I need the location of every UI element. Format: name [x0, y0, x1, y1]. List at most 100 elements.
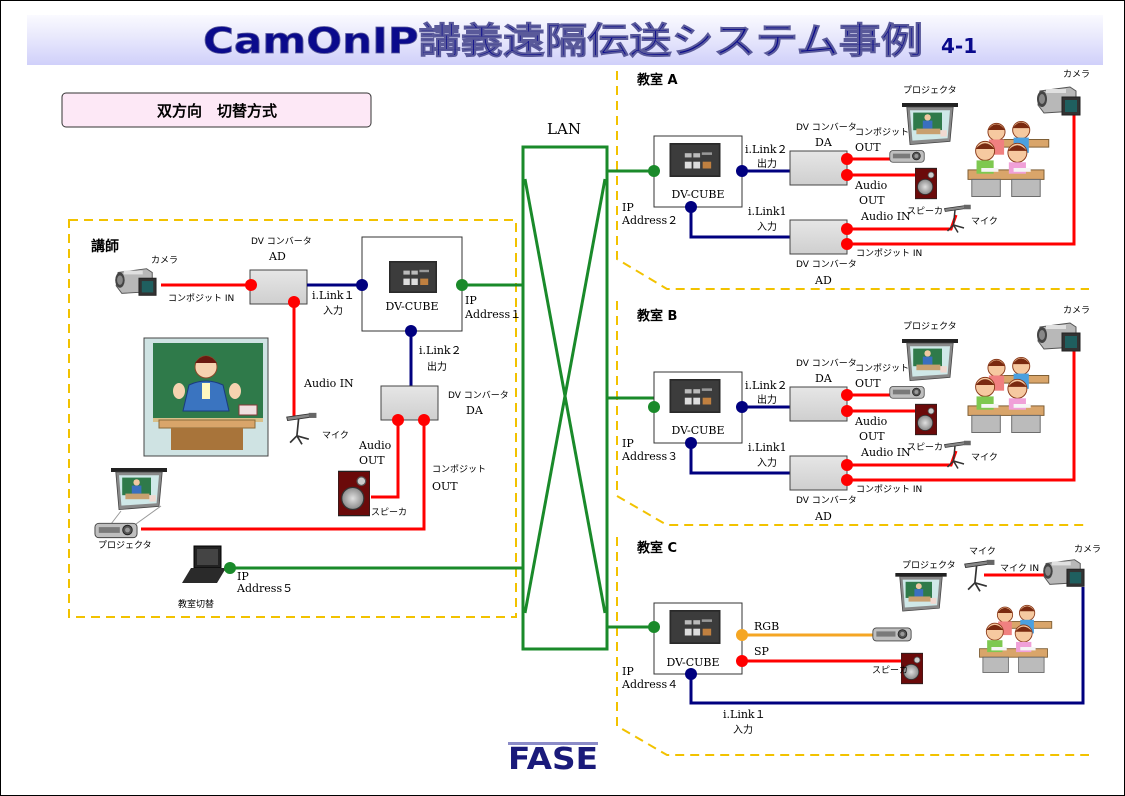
composite-out-sub: OUT: [855, 141, 881, 154]
composite-in-label: コンポジット IN: [856, 248, 922, 259]
da-converter-type: DA: [815, 136, 833, 149]
ilink-in-label: i.Link１: [723, 708, 766, 721]
composite-out-sub: OUT: [855, 377, 881, 390]
ad-converter-label: DV コンバータ: [796, 495, 857, 506]
classroom-name: 教室 C: [636, 540, 677, 556]
ip-address-value: Address１: [464, 308, 521, 321]
lan-switch: LAN: [521, 120, 609, 651]
da-converter-box: [789, 386, 848, 422]
port-dot: [648, 165, 660, 177]
ip-address-label: IP: [465, 294, 477, 307]
laptop-icon: [182, 545, 226, 583]
audio-out-label: Audio: [854, 179, 888, 192]
audio-in-label: Audio IN: [303, 377, 354, 390]
speaker-icon: [915, 403, 937, 436]
ad-converter-box: [789, 455, 848, 491]
camera-label: カメラ: [1074, 544, 1101, 555]
projector-icon: [94, 522, 138, 539]
projector-icon: [872, 627, 912, 642]
speaker-label: スピーカ: [907, 442, 943, 453]
port-dot: [648, 621, 660, 633]
page-title: CamOnIP講義遠隔伝送システム事例: [203, 20, 923, 62]
rgb-label: RGB: [754, 620, 779, 633]
port-dot: [841, 389, 853, 401]
projector-label: プロジェクタ: [903, 85, 957, 96]
ilink-in-label: i.Link1: [748, 441, 787, 454]
port-dot: [841, 474, 853, 486]
composite-in-label: コンポジット IN: [168, 293, 234, 304]
port-dot: [841, 405, 853, 417]
composite-out-label: コンポジット: [855, 363, 909, 374]
classroom-name: 教室 A: [636, 72, 678, 88]
ad-converter-label: DV コンバータ: [796, 259, 857, 270]
projection-screen-icon: [894, 573, 948, 612]
ip-address-label: IP: [622, 437, 634, 450]
projector-label: プロジェクタ: [98, 540, 152, 551]
ilink1-sub: 入力: [323, 304, 343, 317]
students-illustration: [979, 604, 1053, 673]
composite-out-sub: OUT: [432, 480, 458, 493]
ip-address-label: IP: [622, 201, 634, 214]
lan-links: [230, 169, 656, 629]
da-converter-label: DV コンバータ: [796, 122, 857, 133]
ilink-in-line: [689, 443, 790, 475]
mic-in-label: マイク IN: [1000, 563, 1039, 574]
da-converter-type: DA: [466, 404, 484, 417]
projector-label: プロジェクタ: [903, 321, 957, 332]
ilink-in-sub: 入力: [757, 456, 777, 469]
audio-out-sub: OUT: [359, 454, 385, 467]
projection-screen-icon: [901, 103, 959, 146]
classroom-a-border: [616, 71, 1089, 290]
da-converter-box: [380, 385, 439, 421]
lecturer-camera-label: カメラ: [151, 255, 178, 266]
port-dot: [841, 169, 853, 181]
lan-cross-line: [523, 178, 607, 614]
port-dot: [685, 201, 697, 213]
pc-label: 教室切替: [178, 598, 214, 610]
logo-text: FASE: [508, 742, 598, 777]
composite-in-label: コンポジット IN: [856, 484, 922, 495]
ilink-in-sub: 入力: [757, 220, 777, 233]
audio-out-sub: OUT: [859, 430, 885, 443]
speaker-label: スピーカ: [872, 665, 908, 676]
port-dot: [224, 562, 236, 574]
dvcube-label: DV-CUBE: [666, 656, 719, 669]
port-dot: [736, 165, 748, 177]
port-dot: [456, 279, 468, 291]
speaker-label: スピーカ: [907, 206, 943, 217]
ad-converter-type: AD: [814, 510, 832, 523]
speaker-icon: [338, 470, 370, 517]
microphone-icon: [285, 411, 318, 446]
audio-in-label: Audio IN: [860, 446, 911, 459]
classroom-a: 教室 ADV-CUBEIPAddress２i.Link２出力i.Link1入力D…: [621, 69, 1090, 287]
ad-converter-box: [789, 219, 848, 255]
port-dot: [648, 401, 660, 413]
mode-label-box: 双方向 切替方式: [61, 92, 372, 128]
ilink-out-label: i.Link２: [745, 143, 788, 156]
port-dot: [736, 401, 748, 413]
dvcube-device-icon: [669, 610, 721, 644]
pc-ip-value: Address５: [236, 582, 293, 595]
lecturer-section: 講師 カメラ コンポジット IN DV コンバータ AD Audio IN マイ…: [91, 236, 521, 610]
composite-in-line: [847, 351, 1076, 482]
da-converter-label: DV コンバータ: [448, 390, 509, 401]
dvcube-device-icon: [669, 143, 721, 177]
camera-icon: [1036, 86, 1081, 116]
mic-label: マイク: [971, 216, 998, 227]
ilink-in-line: [689, 207, 790, 239]
dvcube-label: DV-CUBE: [671, 424, 724, 437]
ip-address-label: IP: [622, 665, 634, 678]
classroom-name: 教室 B: [636, 308, 677, 324]
ilink-out-label: i.Link２: [745, 379, 788, 392]
ip-address-value: Address３: [621, 450, 678, 463]
port-dot: [841, 223, 853, 235]
port-dot: [841, 153, 853, 165]
ip-address-value: Address４: [621, 678, 678, 691]
audio-out-line: [371, 420, 400, 499]
camera-icon: [1042, 559, 1085, 587]
lan-label: LAN: [547, 120, 581, 138]
da-converter-label: DV コンバータ: [796, 358, 857, 369]
classroom-c-border: [616, 537, 1089, 756]
audio-out-label: Audio: [358, 439, 392, 452]
